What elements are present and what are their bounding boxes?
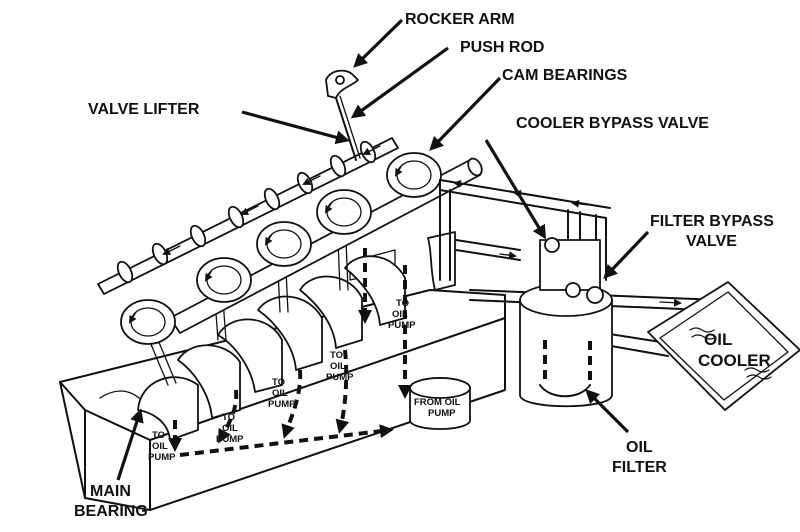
label-to-oil-pump: TO OIL PUMP [216, 412, 244, 445]
label-filter-bypass-valve-line1: FILTER BYPASS [650, 213, 774, 230]
oil-cooler [647, 281, 800, 411]
pump-text: PUMP [326, 372, 354, 383]
oil-pump [409, 377, 471, 430]
pump-text: PUMP [268, 399, 296, 410]
cam-bearing-ring [256, 221, 312, 267]
label-oil-filter-line1: OIL [626, 439, 653, 456]
label-main-bearing-line2: BEARING [74, 503, 148, 520]
oil-text: OIL [330, 361, 346, 372]
to-text: TO [396, 298, 409, 309]
label-cooler-bypass-valve: COOLER BYPASS VALVE [516, 115, 709, 132]
label-valve-lifter: VALVE LIFTER [88, 101, 200, 118]
to-text: TO [152, 430, 165, 441]
oil-text: OIL [272, 388, 288, 399]
camshaft [97, 137, 399, 295]
oil-text: OIL [152, 441, 168, 452]
cam-bearing-ring [386, 152, 442, 198]
oil-text: OIL [392, 309, 408, 320]
cam-bearing-ring [196, 257, 252, 303]
filter-head [539, 237, 604, 304]
to-text: TO [222, 412, 235, 423]
main-bearing-webs [137, 231, 456, 441]
leader-lines [116, 18, 650, 481]
label-cam-bearings: CAM BEARINGS [502, 67, 628, 84]
label-oil-filter-line2: FILTER [612, 459, 667, 476]
label-oil-cooler-line1: OIL [704, 330, 732, 349]
cam-bearing-ring [120, 299, 176, 345]
label-rocker-arm: ROCKER ARM [405, 11, 515, 28]
pan-return-flow [168, 248, 412, 457]
label-to-oil-pump: TO OIL PUMP [388, 298, 416, 331]
cam-bearings [120, 152, 442, 345]
rocker-arm [325, 69, 359, 99]
label-oil-cooler-line2: COOLER [698, 351, 771, 370]
pump-text: PUMP [148, 452, 176, 463]
label-to-oil-pump: TO OIL PUMP [148, 430, 176, 463]
label-from-oil-pump-line2: PUMP [428, 408, 456, 419]
to-text: TO [330, 350, 343, 361]
label-push-rod: PUSH ROD [460, 39, 544, 56]
label-filter-bypass-valve-line2: VALVE [686, 233, 737, 250]
labels: ROCKER ARM PUSH ROD CAM BEARINGS VALVE L… [74, 11, 774, 520]
to-text: TO [272, 377, 285, 388]
label-to-oil-pump: TO OIL PUMP [268, 377, 296, 410]
oil-text: OIL [222, 423, 238, 434]
pump-text: PUMP [388, 320, 416, 331]
label-from-oil-pump-line1: FROM OIL [414, 397, 461, 408]
pump-text: PUMP [216, 434, 244, 445]
label-main-bearing-line1: MAIN [90, 483, 131, 500]
label-to-oil-pump: TO OIL PUMP [326, 350, 354, 383]
push-rod [335, 95, 361, 161]
cam-bearing-ring [316, 189, 372, 235]
